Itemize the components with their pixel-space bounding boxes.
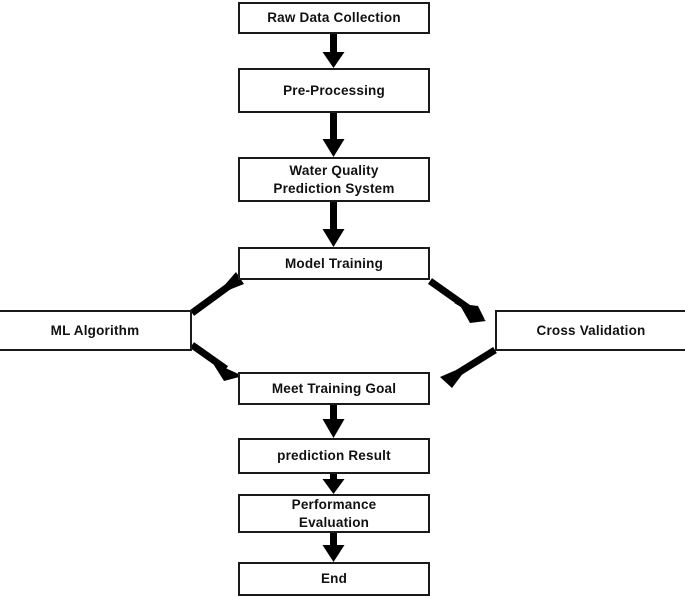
node-label: Water Quality Prediction System [273, 163, 395, 196]
node-prediction-result[interactable]: prediction Result [238, 438, 430, 474]
node-label: Performance Evaluation [291, 497, 377, 530]
node-end[interactable]: End [238, 562, 430, 596]
arrow-water-quality-to-model-training [322, 202, 345, 247]
node-label: Raw Data Collection [267, 10, 401, 26]
node-model-training[interactable]: Model Training [238, 247, 430, 280]
arrow-prediction-result-to-performance-evaluation [322, 474, 345, 494]
arrow-cross-validation-to-meet-training-goal [440, 347, 497, 388]
arrow-ml-algorithm-to-meet-training-goal [189, 342, 243, 381]
node-label: Cross Validation [536, 322, 646, 338]
node-raw-data-collection[interactable]: Raw Data Collection [238, 2, 430, 34]
arrow-model-training-to-cross-validation [427, 278, 486, 323]
arrow-raw-data-to-pre-processing [322, 34, 345, 68]
node-label: Meet Training Goal [271, 380, 397, 396]
node-pre-processing[interactable]: Pre-Processing [238, 68, 430, 113]
node-ml-algorithm[interactable]: ML Algorithm [0, 310, 192, 351]
node-performance-evaluation[interactable]: Performance Evaluation [238, 494, 430, 533]
arrow-performance-evaluation-to-end [322, 533, 345, 562]
node-label: Pre-Processing [283, 82, 385, 98]
node-label: End [320, 571, 348, 587]
arrow-meet-training-goal-to-prediction-result [322, 405, 345, 438]
node-label: ML Algorithm [50, 322, 140, 338]
node-label: Model Training [284, 255, 384, 271]
arrow-pre-processing-to-water-quality [322, 113, 345, 157]
node-cross-validation[interactable]: Cross Validation [495, 310, 685, 351]
node-label: prediction Result [277, 448, 391, 464]
arrow-ml-algorithm-to-model-training [189, 272, 244, 316]
node-meet-training-goal[interactable]: Meet Training Goal [238, 372, 430, 405]
node-water-quality-prediction-system[interactable]: Water Quality Prediction System [238, 157, 430, 202]
